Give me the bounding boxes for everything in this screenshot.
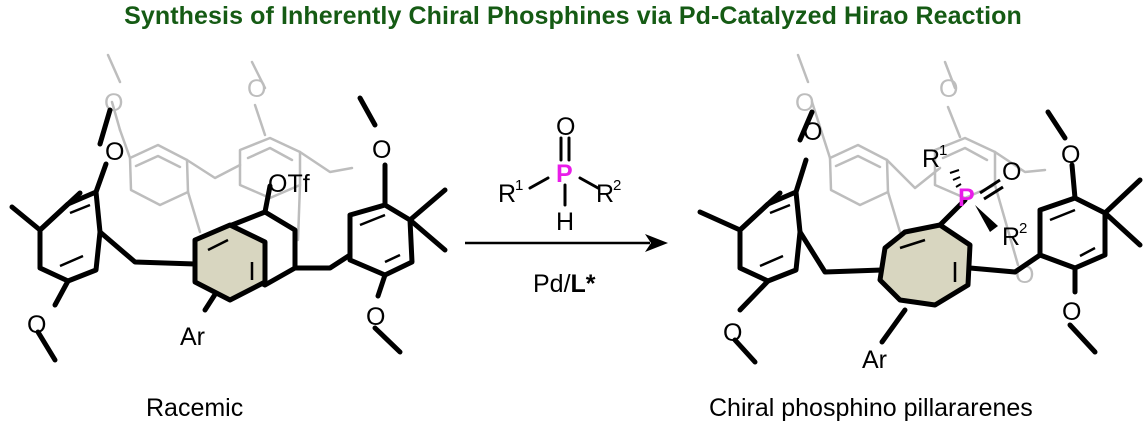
reaction-arrow <box>465 234 668 252</box>
scheme-title: Synthesis of Inherently Chiral Phosphine… <box>124 2 1022 30</box>
catalyst-label: Pd/L* <box>533 270 596 298</box>
right-aryl-label: Ar <box>862 346 887 374</box>
catalyst-prefix: Pd/ <box>533 270 571 298</box>
left-methoxy-o-2: O <box>27 311 46 339</box>
reagent-phosphorus: P <box>556 160 573 188</box>
right-methoxy-o-3: O <box>1061 141 1080 169</box>
left-pillararene: O O O O OTf Ar <box>12 53 445 360</box>
product-oxygen: O <box>1002 158 1021 186</box>
left-aryl-label: Ar <box>180 323 205 351</box>
stereo-hash-bond <box>949 169 962 188</box>
left-methoxy-o-1: O <box>105 138 124 166</box>
reagent-hydrogen: H <box>556 208 574 236</box>
reagent-r2: R <box>596 180 614 208</box>
reagent-r2-superscript: 2 <box>613 177 621 194</box>
reagent-r1-superscript: 1 <box>515 177 523 194</box>
left-methoxy-o-4: O <box>366 303 385 331</box>
reagent-oxygen: O <box>556 113 575 141</box>
product-r1-superscript: 1 <box>939 142 947 159</box>
right-methoxy-o-4: O <box>1062 298 1081 326</box>
product-r1: R <box>922 145 940 173</box>
right-caption: Chiral phosphino pillararenes <box>709 394 1033 422</box>
product-phosphorus: P <box>958 184 975 212</box>
product-r2: R <box>1002 223 1020 251</box>
chiral-ligand: L* <box>571 270 596 298</box>
right-methoxy-o-1: O <box>803 118 822 146</box>
stereo-wedge-bond <box>975 205 998 232</box>
leaving-group-otf: OTf <box>268 170 310 198</box>
left-caption: Racemic <box>146 394 243 422</box>
product-r2-superscript: 2 <box>1019 220 1027 237</box>
right-pillararene: O O O O Ar P O R 1 R 2 <box>700 53 1140 374</box>
right-methoxy-o-2: O <box>723 319 742 347</box>
phosphine-oxide-reagent: O P R 1 R 2 H <box>498 113 621 236</box>
reagent-r1: R <box>498 180 516 208</box>
left-methoxy-o-3: O <box>372 136 391 164</box>
